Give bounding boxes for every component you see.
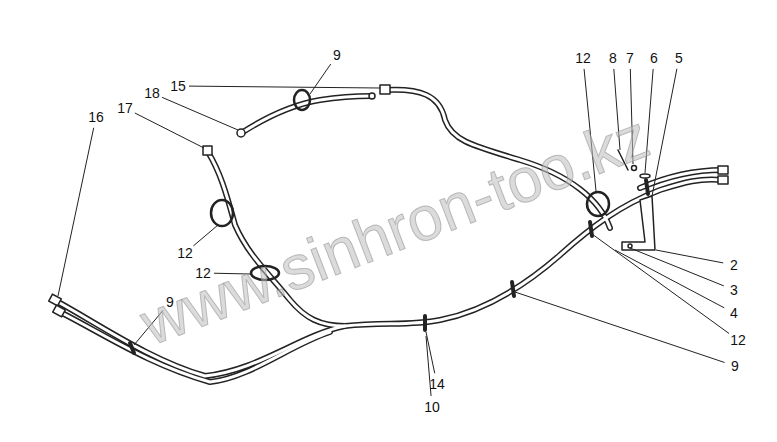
callout-number: 4 bbox=[730, 306, 738, 320]
callout-number: 15 bbox=[170, 79, 186, 93]
callout-number: 12 bbox=[575, 51, 591, 65]
leader-line bbox=[135, 113, 204, 148]
callout-number: 8 bbox=[609, 51, 617, 65]
callout-number: 18 bbox=[144, 86, 160, 100]
leader-line bbox=[615, 250, 724, 308]
callout-number: 16 bbox=[88, 110, 104, 124]
callout-number: 12 bbox=[730, 333, 746, 347]
callout-number: 9 bbox=[731, 359, 739, 373]
leader-line bbox=[193, 225, 218, 246]
leader-line bbox=[515, 292, 725, 362]
callout-number: 17 bbox=[117, 101, 133, 115]
leader-line bbox=[189, 86, 380, 88]
callout-number: 10 bbox=[424, 400, 440, 414]
callout-number: 6 bbox=[650, 51, 658, 65]
leader-line bbox=[58, 128, 94, 296]
leader-line bbox=[310, 64, 331, 94]
callout-number: 2 bbox=[730, 258, 738, 272]
leader-line bbox=[592, 234, 729, 334]
callout-number: 3 bbox=[730, 283, 738, 297]
leader-line bbox=[656, 250, 723, 263]
callout-number: 12 bbox=[177, 246, 193, 260]
callout-number: 9 bbox=[333, 48, 341, 62]
leader-line bbox=[630, 248, 724, 286]
leader-line bbox=[162, 97, 238, 130]
callout-number: 7 bbox=[626, 51, 634, 65]
leader-line bbox=[652, 69, 677, 196]
callout-number: 5 bbox=[675, 51, 683, 65]
callout-number: 14 bbox=[429, 377, 445, 391]
